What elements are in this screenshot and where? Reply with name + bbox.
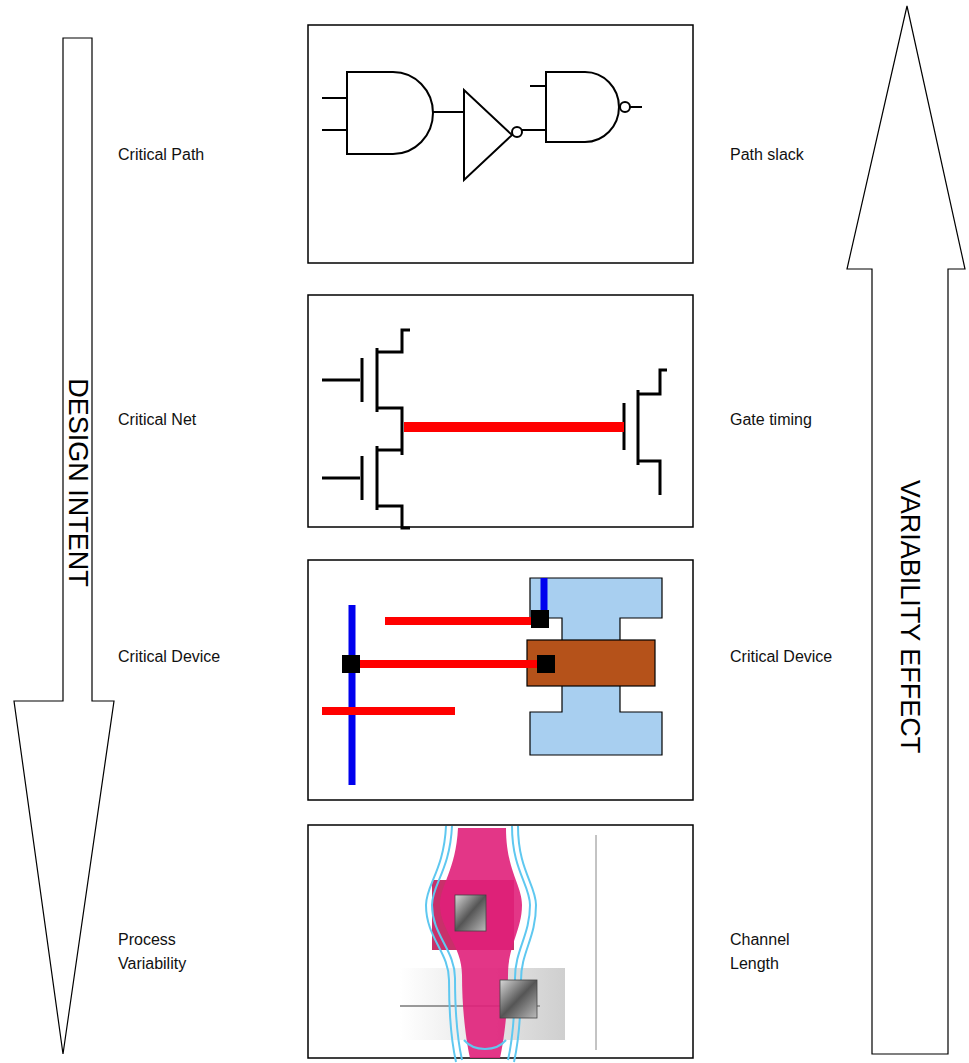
arrow-title: DESIGN INTENT [64,378,91,587]
level-label: Critical Device [730,645,840,669]
panel-frames [308,25,693,1058]
level-label: Path slack [730,143,840,167]
level-label: Critical Net [118,408,288,432]
arrow-title: VARIABILITY EFFECT [897,479,924,753]
variability-effect-arrow: VARIABILITY EFFECT [843,4,967,1058]
level-label: Gate timing [730,408,840,432]
level-label: Critical Device [118,645,288,669]
process-contour [400,826,596,1062]
transistor-symbols [322,330,667,528]
critical-net-wire [404,422,624,432]
logic-gates [322,72,642,180]
design-intent-arrow: DESIGN INTENT [10,36,118,1058]
level-label: Critical Path [118,143,288,167]
device-layout [322,578,662,785]
level-label: Channel Length [730,928,802,976]
level-label: Process Variability [118,928,210,976]
